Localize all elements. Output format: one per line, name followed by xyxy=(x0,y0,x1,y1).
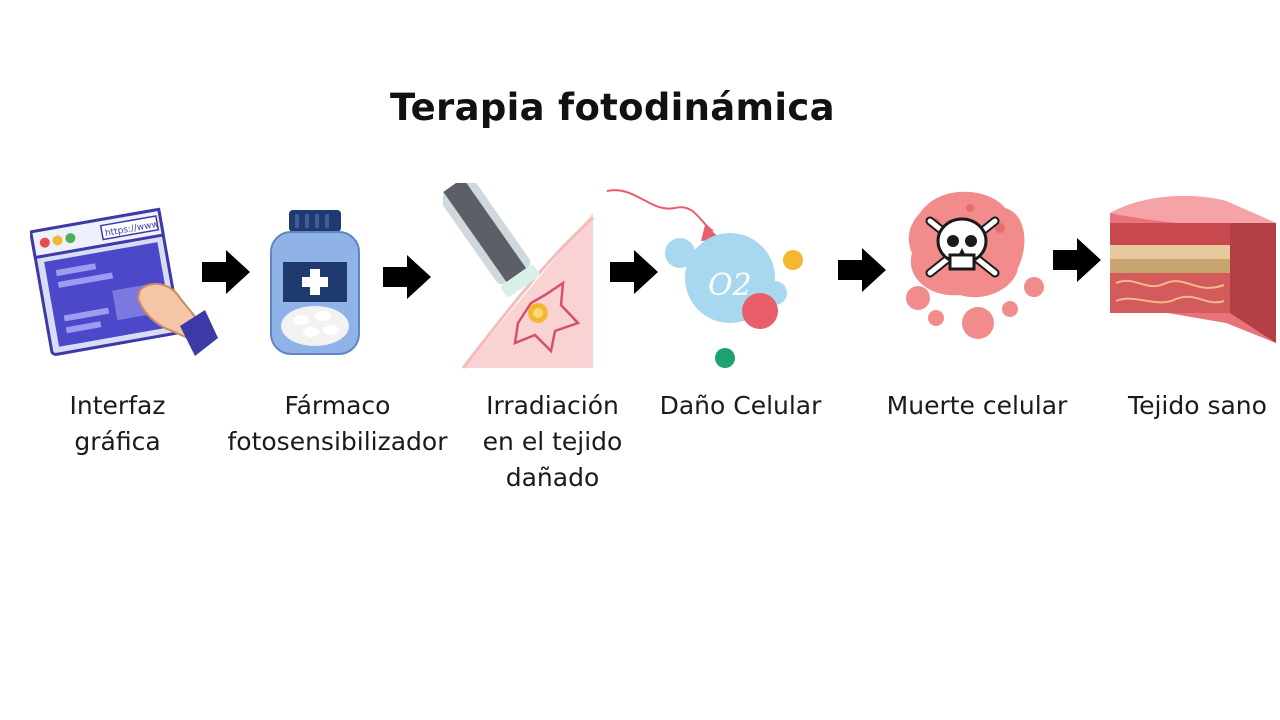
browser-interface-icon: https://www xyxy=(30,198,220,368)
arrow-icon xyxy=(1053,238,1101,282)
step-label: Muerte celular xyxy=(886,391,1068,420)
step-label: Irradiación en el tejido dañado xyxy=(482,391,623,492)
step-label: Interfaz gráfica xyxy=(69,391,166,456)
medicine-bottle-icon xyxy=(265,208,365,358)
oxygen-cell-damage-icon: O2 xyxy=(605,183,810,373)
step-label: Fármaco fotosensibilizador xyxy=(227,391,448,456)
skin-tissue-icon xyxy=(1106,183,1278,353)
arrow-icon xyxy=(610,250,658,294)
step-label: Daño Celular xyxy=(659,391,822,420)
laser-irradiation-icon xyxy=(443,183,598,373)
arrow-icon xyxy=(838,248,886,292)
diagram-title: Terapia fotodinámica xyxy=(390,86,835,129)
step-label: Tejido sano xyxy=(1128,391,1267,420)
arrow-icon xyxy=(202,250,250,294)
oxygen-symbol: O2 xyxy=(708,268,752,303)
skull-cell-death-icon xyxy=(900,183,1050,343)
arrow-icon xyxy=(383,255,431,299)
